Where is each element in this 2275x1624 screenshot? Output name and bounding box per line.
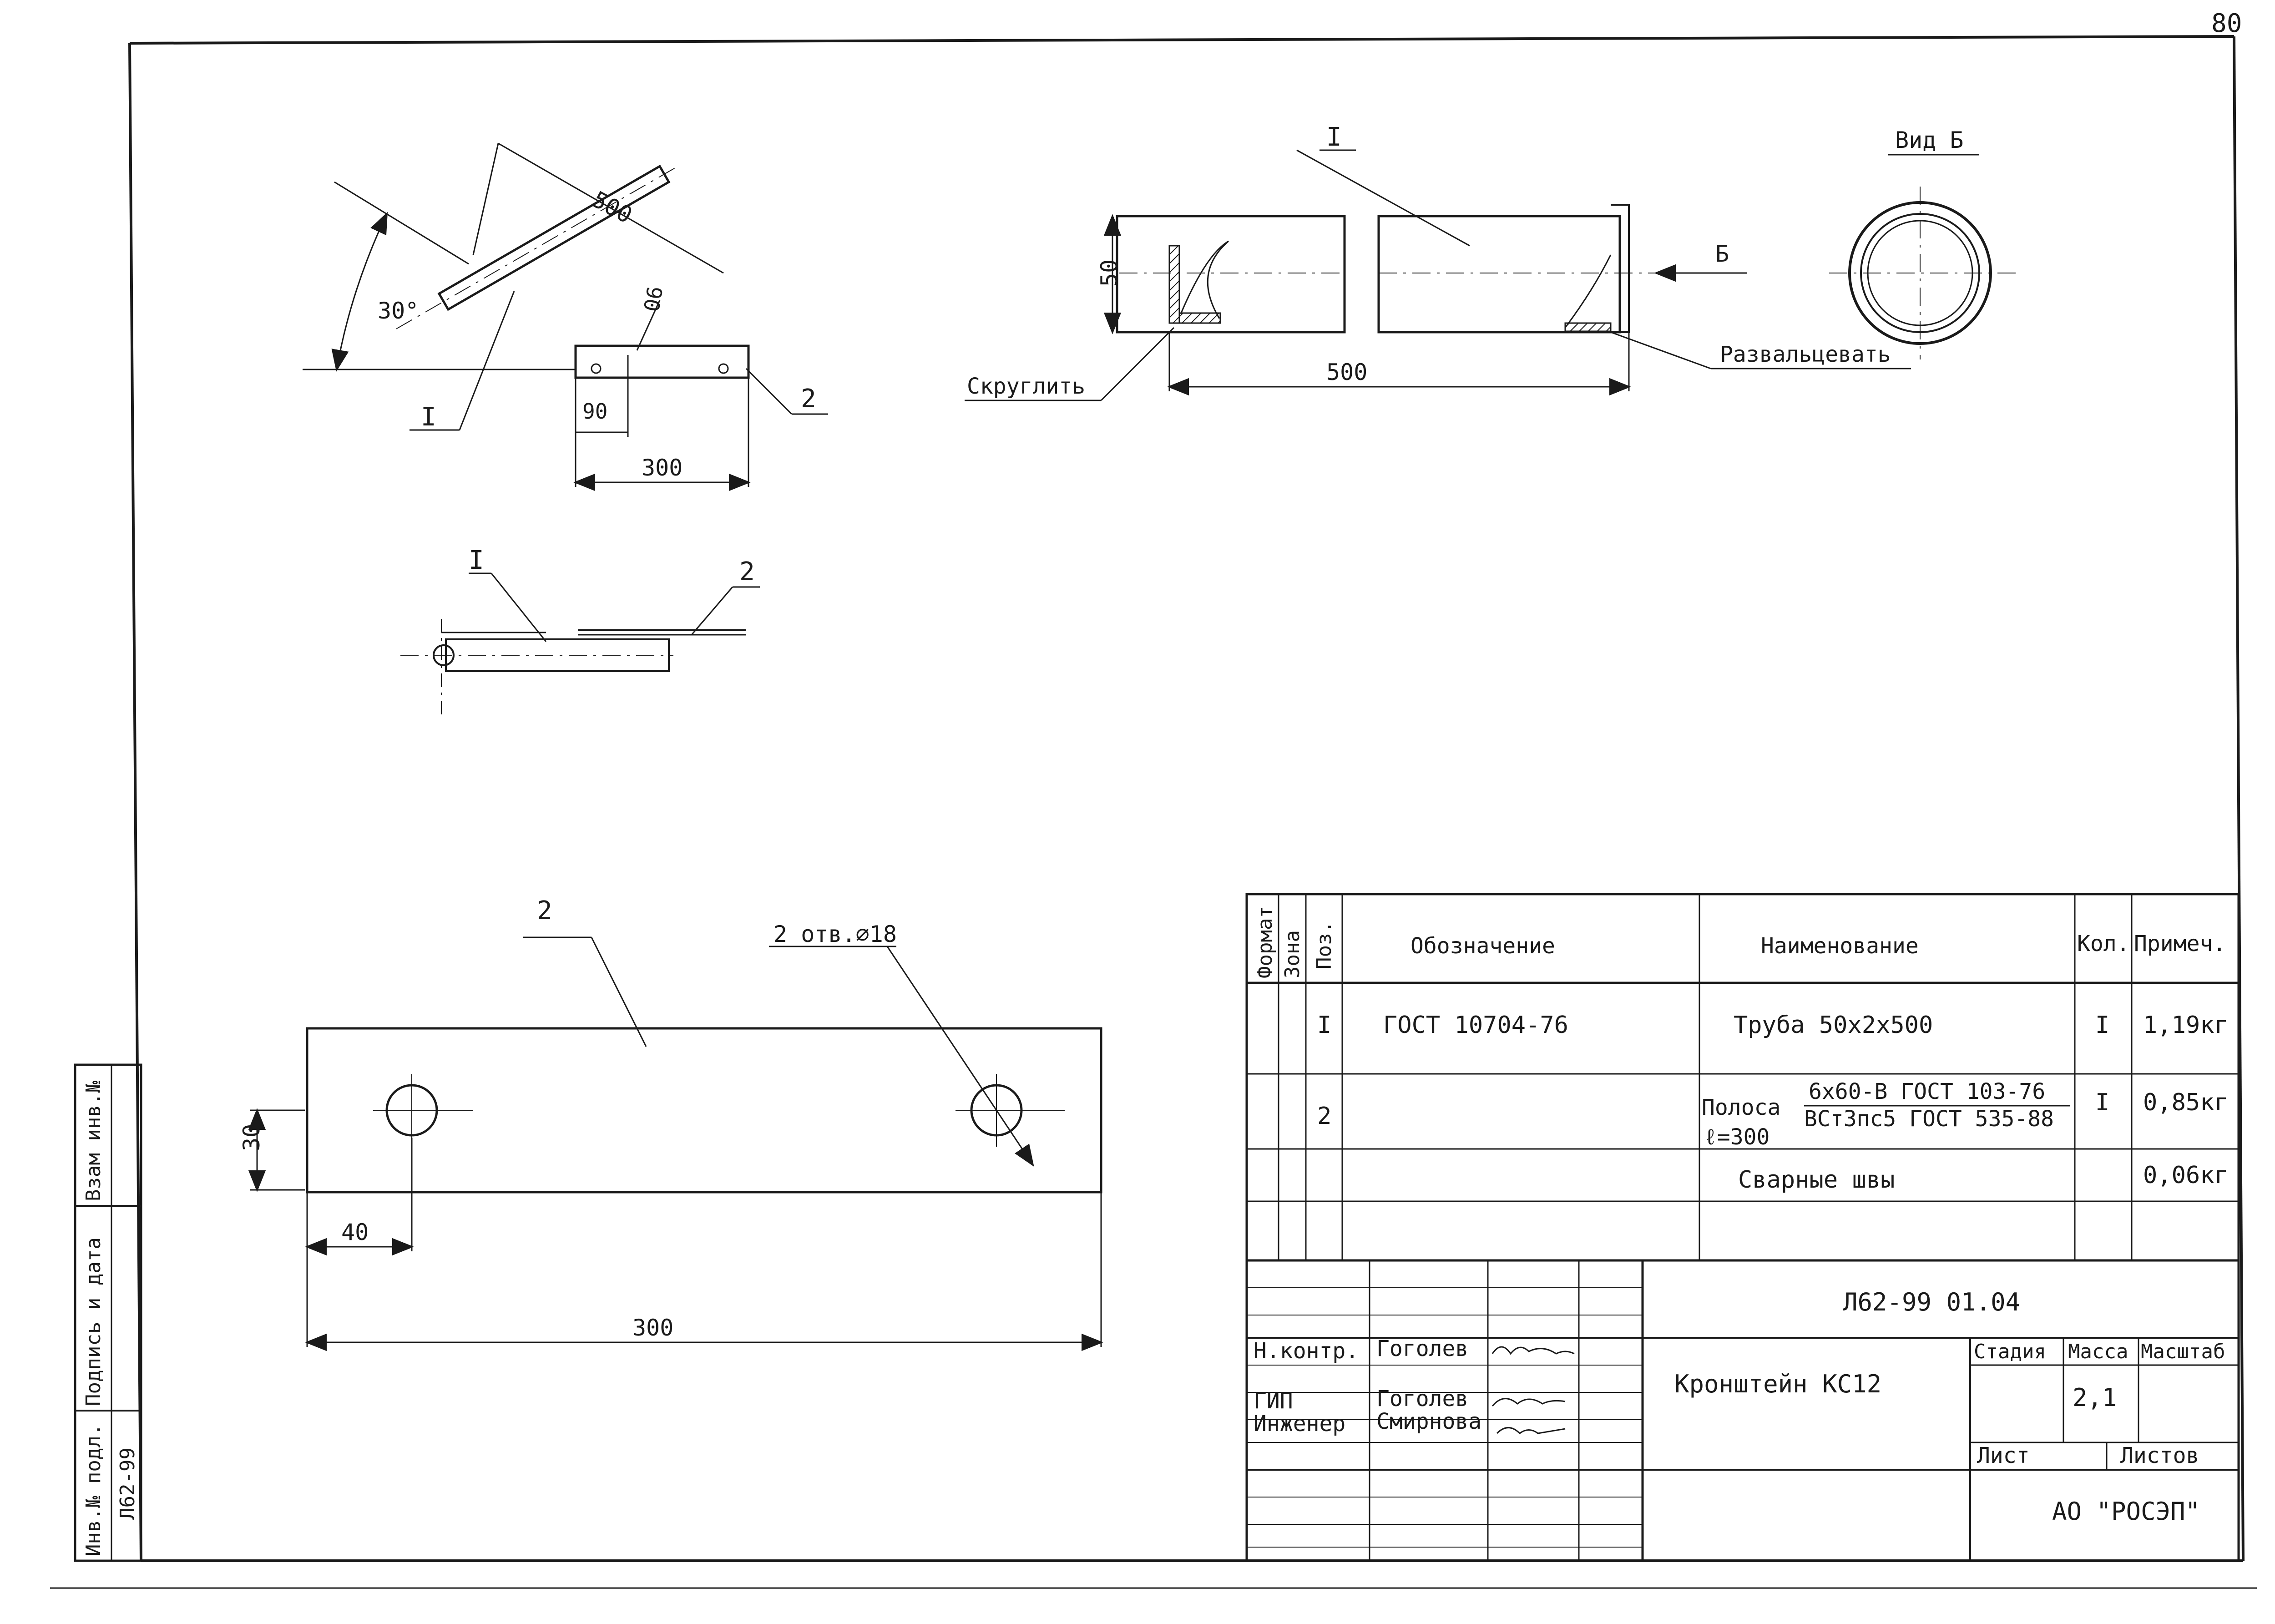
spec-row2-name-bottom: ВСт3пс5 ГОСТ 535-88: [1804, 1106, 2054, 1132]
plate-dim-offset: 40: [341, 1219, 369, 1245]
spec-row3-note: 0,06кг: [2143, 1162, 2229, 1189]
spec-row1-qty: I: [2095, 1012, 2109, 1039]
plate-dim-height: 30: [238, 1124, 265, 1151]
title-name-engineer: Смирнова: [1376, 1409, 1481, 1434]
organization: АО "РОСЭП": [2052, 1497, 2200, 1526]
pipe-dim-diameter: 50: [1096, 259, 1122, 287]
spec-row2-name-prefix: Полоса: [1702, 1095, 1780, 1120]
iso-dim-length: 500: [588, 186, 637, 229]
view-b: [1829, 154, 2020, 359]
plate-view: [248, 936, 1103, 1351]
sheet-frame: [50, 35, 2257, 1589]
pipe-arrow-label: Б: [1715, 241, 1729, 267]
title-role-engineer: Инженер: [1254, 1411, 1345, 1437]
spec-row1-designation: ГОСТ 10704-76: [1383, 1012, 1568, 1039]
plate-label: 2: [537, 896, 552, 926]
spec-header-pos: Поз.: [1313, 921, 1336, 969]
iso-dim-base-width: 90: [582, 399, 607, 424]
stamp-inv-orig: Инв.№ подл.: [82, 1424, 105, 1556]
pipe-label: I: [1326, 122, 1342, 152]
pipe-note-flare: Развальцевать: [1720, 342, 1891, 367]
title-mass-value: 2,1: [2073, 1383, 2117, 1412]
spec-header-zone: Зона: [1281, 930, 1304, 978]
spec-header-format: Формат: [1254, 906, 1277, 978]
spec-row1-pos: I: [1317, 1012, 1331, 1039]
iso-dim-base-length: 300: [642, 455, 682, 481]
top-view-label1: I: [469, 546, 484, 575]
title-role-nkontr: Н.контр.: [1254, 1338, 1359, 1364]
pipe-view: [965, 149, 1911, 401]
plate-dim-length: 300: [632, 1315, 673, 1341]
spec-header-note: Примеч.: [2134, 931, 2226, 956]
spec-header-name: Наименование: [1761, 933, 1919, 959]
spec-row3-name: Сварные швы: [1738, 1166, 1895, 1194]
sheet-number: 80: [2211, 9, 2242, 38]
top-view-label2: 2: [739, 557, 755, 587]
spec-header-designation: Обозначение: [1410, 933, 1555, 959]
view-b-title: Вид Б: [1895, 127, 1964, 153]
plate-holes-note: 2 отв.⌀18: [774, 921, 897, 947]
iso-label-pos1: I: [421, 402, 436, 432]
signature-engineer: [1496, 1427, 1566, 1434]
spec-header-qty: Кол.: [2077, 931, 2130, 956]
stamp-sign-date: Подпись и дата: [82, 1237, 105, 1406]
title-label-mass: Масса: [2068, 1340, 2128, 1363]
signature-gip: [1491, 1398, 1566, 1406]
title-role-gip: ГИП: [1254, 1388, 1293, 1414]
title-label-scale: Масштаб: [2141, 1340, 2225, 1363]
signature-nkontr: [1491, 1346, 1575, 1355]
spec-row1-note: 1,19кг: [2143, 1012, 2229, 1039]
title-name-gip: Гоголев: [1376, 1386, 1468, 1412]
iso-label-pos2: 2: [801, 384, 816, 414]
stamp-vzam: Взам инв.№: [82, 1081, 105, 1201]
title-label-sheets: Листов: [2120, 1443, 2199, 1468]
isometric-view: [303, 142, 828, 491]
drawing-title: Кронштейн КС12: [1674, 1370, 1881, 1398]
stamp-code: Л62-99: [116, 1447, 139, 1520]
spec-row2-note: 0,85кг: [2143, 1089, 2229, 1116]
pipe-note-round: Скруглить: [967, 374, 1085, 399]
title-name-nkontr: Гоголев: [1376, 1336, 1468, 1361]
drawing-code: Л62-99 01.04: [1843, 1288, 2020, 1316]
side-stamp: [74, 1063, 142, 1562]
title-label-stage: Стадия: [1974, 1340, 2046, 1363]
spec-row2-qty: I: [2095, 1089, 2109, 1116]
spec-table: [1245, 893, 2240, 1262]
pipe-dim-length: 500: [1326, 359, 1367, 385]
spec-row2-name-top: 6х60-В ГОСТ 103-76: [1809, 1079, 2045, 1104]
title-label-sheet: Лист: [1977, 1443, 2030, 1468]
iso-dim-width: 90: [638, 284, 667, 314]
title-block: [1245, 1259, 2240, 1562]
iso-dim-angle: 30°: [378, 298, 419, 324]
spec-row1-name: Труба 50х2х500: [1734, 1012, 1933, 1039]
spec-row2-name-extra: ℓ=300: [1704, 1124, 1769, 1150]
top-view: [400, 572, 760, 714]
spec-row2-pos: 2: [1317, 1103, 1331, 1130]
